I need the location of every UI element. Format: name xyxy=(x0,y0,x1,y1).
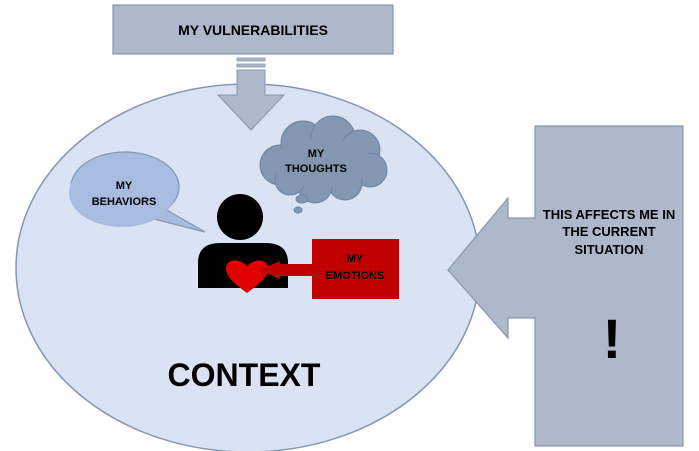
emotions-callout-box xyxy=(259,239,399,299)
emotions-line-1: MY xyxy=(347,253,364,265)
behaviors-line-2: BEHAVIORS xyxy=(92,196,157,208)
thoughts-line-1: MY xyxy=(308,148,325,160)
thought-cloud-icon xyxy=(259,115,388,214)
context-label: CONTEXT xyxy=(168,357,321,393)
vulnerabilities-box xyxy=(112,4,394,55)
heart-icon xyxy=(226,260,268,293)
behaviors-line-1: MY xyxy=(116,180,133,192)
affects-line-1: THIS AFFECTS ME IN xyxy=(543,207,675,222)
vulnerabilities-label: MY VULNERABILITIES xyxy=(178,22,328,38)
exclamation-mark: ! xyxy=(603,307,622,370)
down-arrow-icon xyxy=(216,57,286,131)
thoughts-line-2: THOUGHTS xyxy=(285,163,347,175)
affects-line-2: THE CURRENT xyxy=(562,224,655,239)
affects-callout-box xyxy=(447,125,684,447)
emotions-line-2: EMOTIONS xyxy=(326,270,385,282)
affects-line-3: SITUATION xyxy=(574,242,643,257)
